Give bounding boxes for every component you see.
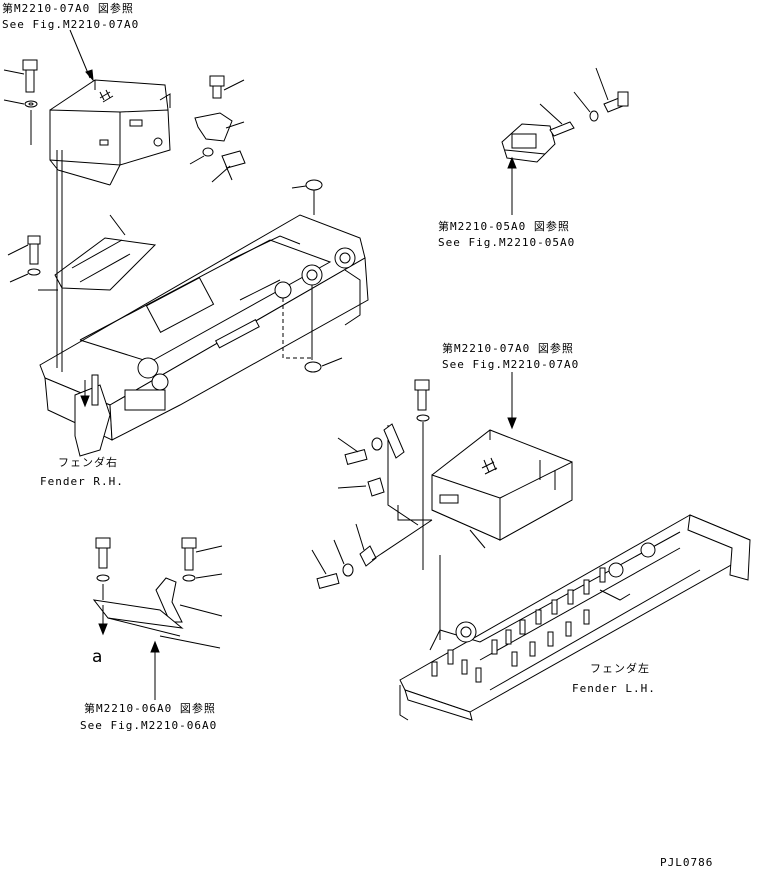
ref-bottom-left-jp: 第M2210-06A0 図参照 xyxy=(84,701,216,715)
step-assembly-bottom-left xyxy=(92,537,223,700)
ref-mid-right-en: See Fig.M2210-07A0 xyxy=(442,358,579,371)
ref-top-right-jp: 第M2210-05A0 図参照 xyxy=(438,219,570,233)
fender-lh-assembly xyxy=(399,514,751,721)
fender-lh-en: Fender L.H. xyxy=(572,682,656,695)
ref-top-left-jp: 第M2210-07A0 図参照 xyxy=(2,1,134,15)
marker-a-lower: a xyxy=(92,647,102,667)
box-assembly-top-left xyxy=(3,29,246,186)
ref-top-right-en: See Fig.M2210-05A0 xyxy=(438,236,575,249)
fender-rh-assembly xyxy=(7,150,369,457)
fender-rh-jp: フェンダ右 xyxy=(58,455,118,469)
box-assembly-mid-right xyxy=(311,372,573,590)
fender-rh-en: Fender R.H. xyxy=(40,475,124,488)
fender-lh-posts xyxy=(431,567,606,683)
ref-bottom-left-en: See Fig.M2210-06A0 xyxy=(80,719,217,732)
ref-mid-right-jp: 第M2210-07A0 図参照 xyxy=(442,341,574,355)
ref-top-left-en: See Fig.M2210-07A0 xyxy=(2,18,139,31)
fender-lh-jp: フェンダ左 xyxy=(590,661,650,675)
drawing-code: PJL0786 xyxy=(660,856,713,869)
clamp-assembly-top-right xyxy=(501,67,629,215)
